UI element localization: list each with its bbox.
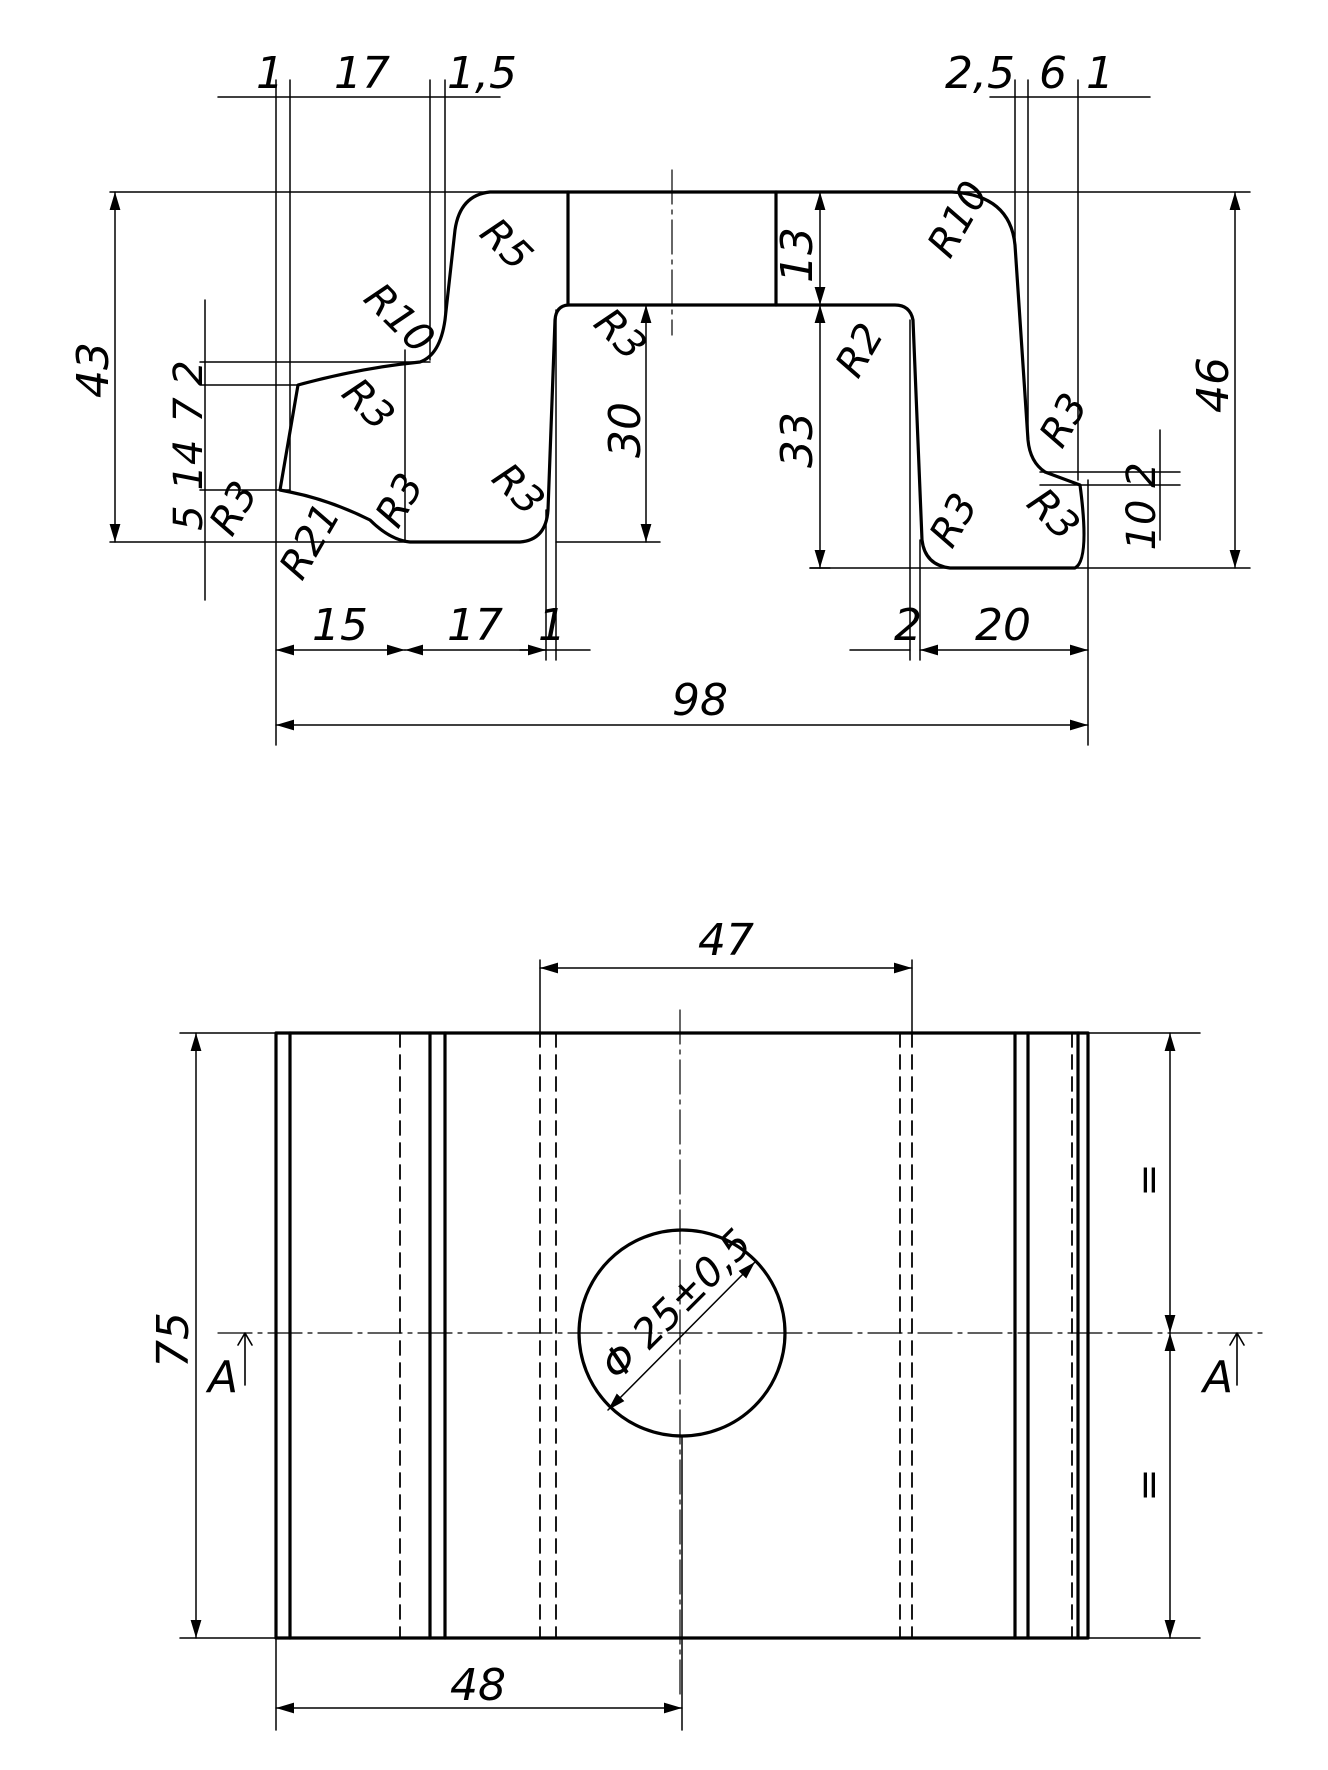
radius-label: R3 <box>585 300 655 370</box>
dim-75: 75 <box>148 1312 199 1368</box>
hole-diameter-leader <box>607 1261 756 1411</box>
radius-label: R10 <box>919 174 998 265</box>
radius-label: R2 <box>827 316 893 385</box>
section-view <box>109 79 1251 746</box>
plan-view: Φ 25±0,5 <box>179 959 1266 1731</box>
section-extension-lines <box>109 79 1251 746</box>
dim-top-6: 6 <box>1039 48 1067 99</box>
dim-bottom-15: 15 <box>312 600 368 651</box>
radius-label: R3 <box>483 455 553 525</box>
dim-left-14: 14 <box>166 440 212 491</box>
equal-mark-lower: = <box>1126 1468 1172 1502</box>
hole-diameter-label: Φ 25±0,5 <box>593 1221 761 1389</box>
dim-top-1-5: 1,5 <box>447 48 517 99</box>
dim-height-13: 13 <box>772 227 823 283</box>
radius-label: R3 <box>1018 480 1088 550</box>
plan-dimension-labels: 47 75 48 A A = = <box>148 915 1233 1711</box>
dim-top-17: 17 <box>334 48 390 99</box>
radius-label: R3 <box>1031 386 1097 455</box>
radius-label: R3 <box>333 370 403 440</box>
section-radius-labels: R5 R10 R3 R3 R21 R3 R3 R3 R2 R10 R3 R3 R… <box>201 174 1097 587</box>
section-label-left: A <box>205 1352 238 1403</box>
dim-right-2: 2 <box>1119 462 1165 487</box>
dim-bottom-17: 17 <box>447 600 503 651</box>
dim-48: 48 <box>450 1660 506 1711</box>
section-label-right: A <box>1200 1352 1233 1403</box>
dim-right-10: 10 <box>1119 500 1165 551</box>
section-left-body <box>278 190 570 544</box>
dim-height-46: 46 <box>1188 357 1239 413</box>
dim-left-5: 5 <box>166 505 212 530</box>
section-arrow-left <box>237 1332 253 1386</box>
dim-bottom-20: 20 <box>975 600 1031 651</box>
dim-top-2-5: 2,5 <box>945 48 1015 99</box>
equal-mark-upper: = <box>1126 1163 1172 1197</box>
dim-bottom-2: 2 <box>894 600 922 651</box>
dim-height-30: 30 <box>600 402 651 458</box>
section-dimension-lines <box>109 96 1241 731</box>
dim-top-1: 1 <box>256 48 284 99</box>
section-dimension-labels: 1 17 1,5 2,5 6 1 43 2 7 14 5 30 33 13 46… <box>68 48 1239 726</box>
radius-label: R3 <box>921 486 987 555</box>
dim-height-43: 43 <box>68 342 119 398</box>
radius-label: R5 <box>471 210 541 280</box>
dim-top-1-right: 1 <box>1086 48 1114 99</box>
section-arrow-right <box>1229 1332 1245 1386</box>
dim-height-33: 33 <box>772 412 823 468</box>
section-right-body <box>774 190 1086 570</box>
dim-bottom-1: 1 <box>538 600 566 651</box>
dim-47: 47 <box>698 915 754 966</box>
dim-left-7: 7 <box>166 397 212 423</box>
dim-total-98: 98 <box>672 675 728 726</box>
dim-left-2: 2 <box>166 360 212 385</box>
